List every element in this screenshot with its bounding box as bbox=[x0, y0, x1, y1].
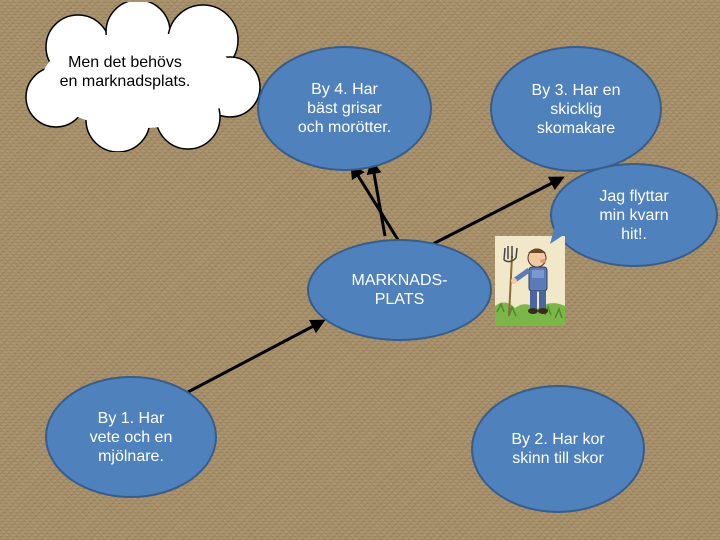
cloud-text: Men det behövs en marknadsplats. bbox=[59, 54, 191, 90]
village-4-node[interactable]: By 4. Har bäst grisar och morötter. bbox=[257, 46, 432, 171]
arrow-market-to-village4-b bbox=[366, 159, 387, 237]
arrow-market-to-village4-a bbox=[350, 163, 402, 244]
village-1-node[interactable]: By 1. Har vete och en mjölnare. bbox=[45, 376, 217, 498]
speech-bubble-tail-icon bbox=[550, 222, 574, 244]
village-2-node[interactable]: By 2. Har kor skinn till skor bbox=[471, 385, 645, 513]
arrow-market-to-village3 bbox=[424, 176, 565, 250]
speech-bubble-node[interactable]: Jag flyttar min kvarn hit!. bbox=[550, 163, 718, 267]
arrow-village1-to-market bbox=[187, 319, 326, 394]
cloud-shape-icon bbox=[25, 0, 261, 153]
village-3-node[interactable]: By 3. Har en skicklig skomakare bbox=[490, 46, 662, 172]
market-node[interactable]: MARKNADS- PLATS bbox=[307, 239, 492, 341]
farmer-with-pitchfork-icon bbox=[495, 236, 565, 326]
thought-cloud bbox=[18, 0, 262, 153]
